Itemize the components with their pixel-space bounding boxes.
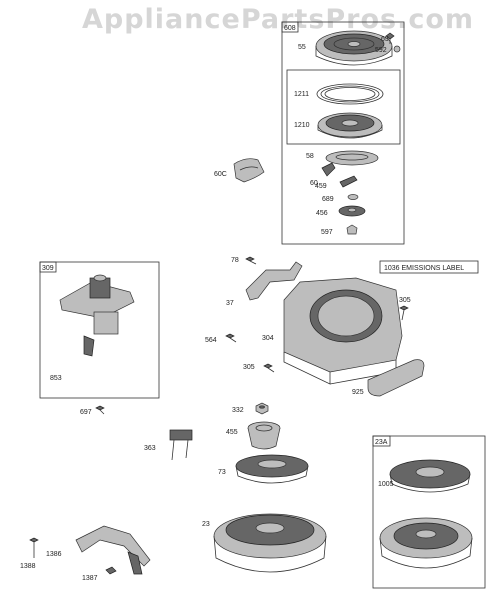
label-60[interactable]: 60 xyxy=(310,180,318,187)
watermark: AppliancePartsPros.com xyxy=(82,4,474,35)
rope-guide-60c-part[interactable] xyxy=(233,158,265,183)
retainer-456-part[interactable] xyxy=(338,205,366,217)
label-564[interactable]: 564 xyxy=(205,337,217,344)
label-78[interactable]: 78 xyxy=(231,257,239,264)
box-309-tag xyxy=(39,261,57,273)
dog-60-part[interactable] xyxy=(321,162,336,177)
starter-housing-part[interactable] xyxy=(315,30,393,66)
label-305b[interactable]: 305 xyxy=(243,364,255,371)
label-304[interactable]: 304 xyxy=(262,335,274,342)
label-332[interactable]: 332 xyxy=(232,407,244,414)
label-689[interactable]: 689 xyxy=(322,196,334,203)
label-1210[interactable]: 1210 xyxy=(294,122,310,129)
rewind-spring-part[interactable] xyxy=(316,83,384,105)
emissions-label-box xyxy=(379,260,479,274)
screw-564-part[interactable] xyxy=(225,333,237,343)
label-1388[interactable]: 1388 xyxy=(20,563,36,570)
spring-459-part[interactable] xyxy=(339,175,358,188)
flywheel-23-part[interactable] xyxy=(213,513,327,573)
label-37[interactable]: 37 xyxy=(226,300,234,307)
part-689[interactable] xyxy=(347,194,359,200)
emissions-label-text[interactable]: 1036 EMISSIONS LABEL xyxy=(384,265,464,272)
screw-65-part[interactable] xyxy=(385,32,395,44)
screw-305a-part[interactable] xyxy=(399,305,409,321)
screw-1388-part[interactable] xyxy=(29,537,39,558)
label-60c[interactable]: 60C xyxy=(214,171,227,178)
label-459[interactable]: 459 xyxy=(315,183,327,190)
part-1387[interactable] xyxy=(105,566,117,575)
label-1005[interactable]: 1005 xyxy=(378,481,394,488)
screw-597-part[interactable] xyxy=(346,224,358,235)
label-697[interactable]: 697 xyxy=(80,409,92,416)
label-73[interactable]: 73 xyxy=(218,469,226,476)
inner-box-pulley xyxy=(286,69,401,145)
bracket-37-part[interactable] xyxy=(245,261,303,301)
retainer-58-part[interactable] xyxy=(325,150,379,166)
label-1387[interactable]: 1387 xyxy=(82,575,98,582)
box-23a-tag xyxy=(372,435,391,447)
label-853[interactable]: 853 xyxy=(50,375,62,382)
box-23a-frame xyxy=(372,435,486,589)
armature-309-part[interactable] xyxy=(59,274,135,357)
nut-332-part[interactable] xyxy=(255,402,269,415)
label-456[interactable]: 456 xyxy=(316,210,328,217)
box-608-frame xyxy=(281,21,405,245)
screw-305b-part[interactable] xyxy=(263,363,275,373)
washer-592-part[interactable] xyxy=(393,45,401,53)
screw-697-part[interactable] xyxy=(95,405,105,415)
cup-455-part[interactable] xyxy=(247,421,281,450)
label-1386[interactable]: 1386 xyxy=(46,551,62,558)
screen-73-part[interactable] xyxy=(235,454,309,484)
blower-housing-304-part[interactable] xyxy=(283,277,403,385)
label-597[interactable]: 597 xyxy=(321,229,333,236)
label-23[interactable]: 23 xyxy=(202,521,210,528)
label-305a[interactable]: 305 xyxy=(399,297,411,304)
label-925[interactable]: 925 xyxy=(352,389,364,396)
label-65[interactable]: 65 xyxy=(381,36,389,43)
pulley-part[interactable] xyxy=(317,112,383,139)
label-55[interactable]: 55 xyxy=(298,44,306,51)
box-608-label: 608 xyxy=(284,25,296,32)
label-1211[interactable]: 1211 xyxy=(294,91,309,98)
part-363[interactable] xyxy=(169,429,193,461)
box-23a-label: 23A xyxy=(375,439,388,446)
bracket-1386-part[interactable] xyxy=(75,525,151,575)
label-58[interactable]: 58 xyxy=(306,153,314,160)
screw-78-part[interactable] xyxy=(245,256,257,265)
box-309-label: 309 xyxy=(42,265,54,272)
label-455[interactable]: 455 xyxy=(226,429,238,436)
box-309-frame xyxy=(39,261,160,399)
cover-925-part[interactable] xyxy=(367,359,425,397)
flywheel-1005-part[interactable] xyxy=(379,459,473,569)
label-592[interactable]: 592 xyxy=(375,47,387,54)
label-363[interactable]: 363 xyxy=(144,445,156,452)
box-608-tag xyxy=(281,21,299,33)
